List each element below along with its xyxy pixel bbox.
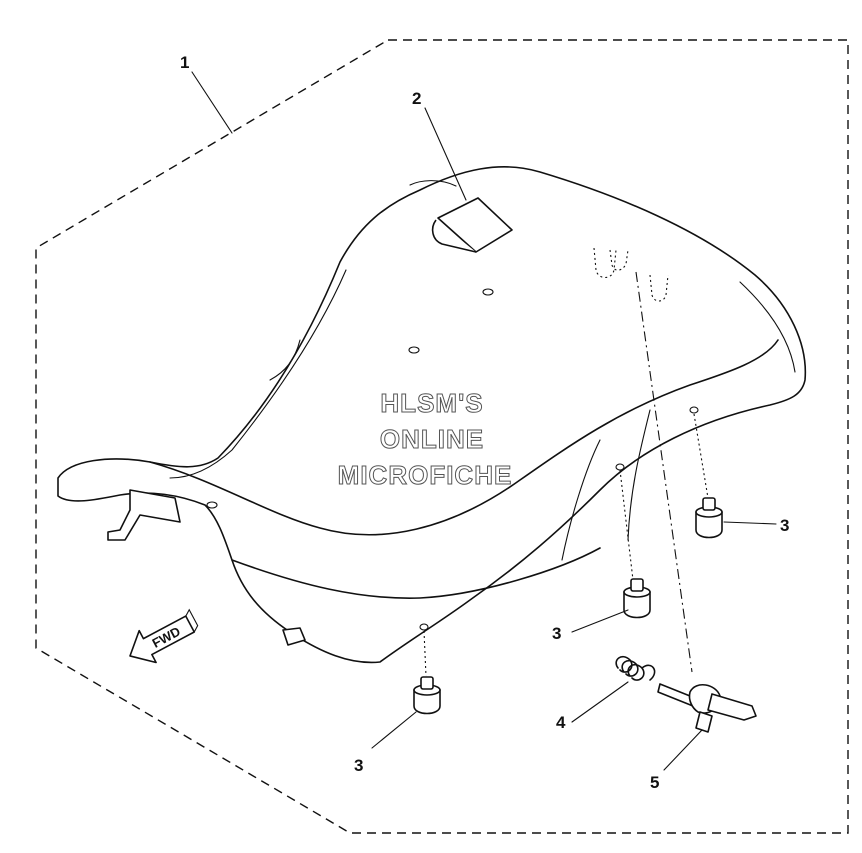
- damper-stem: [630, 578, 644, 592]
- callout-3c[interactable]: 3: [354, 756, 363, 775]
- arrow-shape: [129, 615, 196, 664]
- leader-line-4: [571, 681, 629, 723]
- spring-coil: [615, 655, 645, 681]
- seat-side-panel: [627, 409, 651, 541]
- leader-line-3b: [571, 609, 629, 633]
- seat-strap[interactable]: [409, 180, 513, 253]
- seat-side-seam: [231, 547, 601, 599]
- leader-line-3c: [371, 711, 417, 749]
- callout-1[interactable]: 1: [180, 53, 189, 72]
- seat[interactable]: [57, 166, 807, 664]
- latch-axis-line: [635, 271, 693, 673]
- latch-pin[interactable]: [657, 683, 757, 733]
- damper-stem: [702, 497, 716, 511]
- seat-front-crease: [169, 269, 347, 479]
- seat-hole: [408, 346, 420, 354]
- damper-bottom[interactable]: [413, 676, 441, 715]
- leader-line-3a: [723, 521, 777, 525]
- seat-hole: [419, 623, 429, 631]
- watermark-line-2: ONLINE: [380, 424, 484, 454]
- seat-front-hook: [107, 489, 181, 541]
- watermark: HLSM'S ONLINE MICROFICHE: [337, 388, 513, 491]
- seat-hole: [482, 288, 494, 296]
- damper-guide-bottom: [423, 630, 427, 677]
- forward-arrow-icon: FWD: [129, 608, 199, 664]
- strap-base: [409, 180, 457, 187]
- seat-front-highlight: [269, 339, 301, 381]
- seat-cushion-edge: [149, 339, 779, 536]
- strap-body: [437, 197, 513, 253]
- pin-flat-end: [707, 693, 757, 721]
- damper-right[interactable]: [695, 497, 723, 539]
- watermark-line-3: MICROFICHE: [338, 460, 513, 490]
- callout-5[interactable]: 5: [650, 773, 659, 792]
- watermark-line-1: HLSM'S: [380, 388, 483, 418]
- leader-line-1: [191, 71, 233, 134]
- latch-bracket-hidden: [593, 247, 629, 279]
- damper-guide-right: [693, 413, 709, 499]
- seat-side-panel-2: [561, 439, 601, 561]
- arrow-depth: [185, 608, 199, 633]
- strap-loop: [431, 219, 477, 253]
- pin-tab: [695, 711, 713, 733]
- callout-3a[interactable]: 3: [780, 516, 789, 535]
- damper-body: [623, 591, 651, 619]
- callout-2[interactable]: 2: [412, 89, 421, 108]
- callout-3b[interactable]: 3: [552, 624, 561, 643]
- damper-body: [413, 689, 441, 715]
- leader-line-5: [663, 729, 703, 771]
- seat-hole: [689, 406, 699, 414]
- leader-line-2: [424, 107, 467, 201]
- damper-middle[interactable]: [623, 578, 651, 619]
- seat-rear-crease: [739, 281, 796, 373]
- callout-4[interactable]: 4: [556, 713, 566, 732]
- damper-guide-middle: [619, 469, 634, 581]
- latch-spring[interactable]: [615, 655, 656, 681]
- damper-body: [695, 511, 723, 539]
- damper-stem: [420, 676, 434, 690]
- seat-bottom-tab: [282, 627, 306, 646]
- seat-hole: [206, 501, 218, 509]
- latch-bracket-hidden: [649, 274, 669, 302]
- spring-hook: [641, 664, 656, 681]
- seat-outline: [57, 166, 807, 664]
